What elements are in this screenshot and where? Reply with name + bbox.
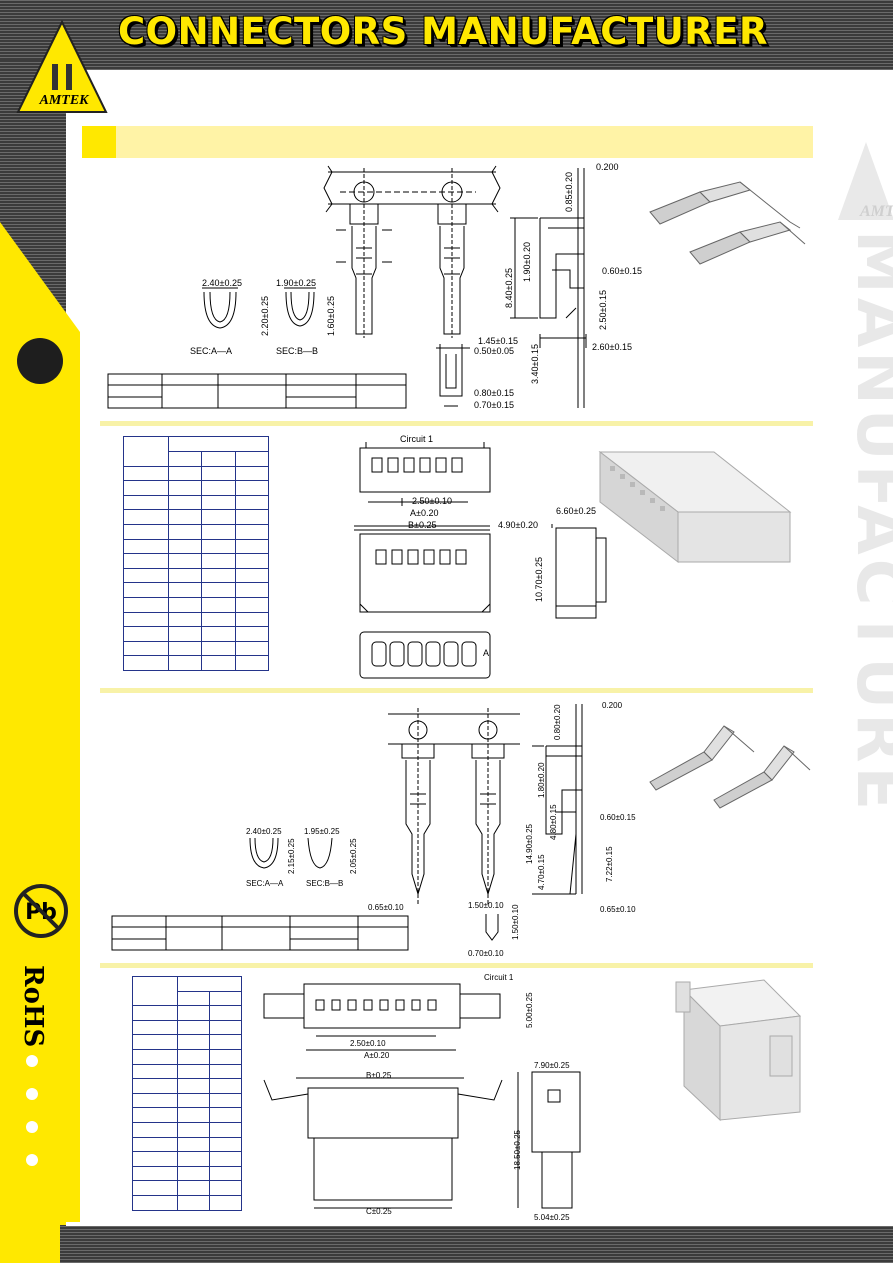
height-label: 10.70±0.25: [534, 557, 544, 602]
width-label: 6.60±0.25: [556, 506, 596, 516]
sec-a-label: SEC:A—A: [190, 346, 232, 356]
sidebar-dot: [26, 1154, 38, 1166]
housing-product-image: [675, 979, 802, 1122]
sec4-dim-b: B±0.25: [366, 1071, 392, 1080]
housing-product-image: [598, 450, 792, 564]
rohs-label: RoHS: [18, 965, 48, 1048]
sec3-b-height: 2.05±0.25: [349, 838, 358, 874]
amtek-logo: AMTEK: [16, 20, 108, 113]
sec3-dim-722: 7.22±0.15: [605, 846, 614, 882]
pitch-label: 2.50±0.10: [412, 496, 452, 506]
dim-070: 0.70±0.15: [474, 400, 514, 410]
sec3-dim-065a: 0.65±0.10: [368, 903, 404, 912]
dim-145: 1.45±0.15: [478, 336, 518, 346]
sec-a-width: 2.40±0.25: [202, 278, 242, 288]
dim-840: 8.40±0.25: [504, 268, 514, 308]
dim-080: 0.80±0.15: [474, 388, 514, 398]
terminal-product-image: [649, 725, 811, 809]
left-dark-strip: [0, 0, 893, 70]
dim-260: 2.60±0.15: [592, 342, 632, 352]
section4-housing-drawing: Circuit 1 2.50±0.10 A±0.20 B±0.25 C±0.25…: [263, 973, 581, 1222]
dim-250: 2.50±0.15: [598, 290, 608, 330]
dim-060: 0.60±0.15: [602, 266, 642, 276]
right-white-edge: [66, 1222, 893, 1226]
sec3-b-label: SEC:B—B: [306, 879, 343, 888]
sec3-dim-070: 0.70±0.10: [468, 949, 504, 958]
dim-b-label: B±0.25: [408, 520, 436, 530]
dim-340: 3.40±0.15: [530, 344, 540, 384]
section-header-marker: [82, 126, 116, 158]
logo-text: AMTEK: [38, 93, 90, 108]
depth-label: 4.90±0.20: [498, 520, 538, 530]
sec-b-width: 1.90±0.25: [276, 278, 316, 288]
sec4-dim-c: C±0.25: [366, 1207, 392, 1216]
dim-thickness: 0.200: [596, 162, 619, 172]
sec4-width-790: 7.90±0.25: [534, 1061, 570, 1070]
section1-terminal-drawing: 2.40±0.25 1.90±0.25 2.20±0.25 1.60±0.25 …: [107, 162, 642, 410]
watermark-logo: AMTEK: [838, 142, 893, 220]
section2-housing-drawing: Circuit 1 2.50±0.10 A±0.20 B±0.25 4.90±0…: [354, 434, 607, 679]
section-divider: [100, 421, 813, 426]
section-header-band: [82, 126, 813, 158]
sec3-thickness: 0.200: [602, 701, 623, 710]
bottom-dark-strip: [60, 1225, 893, 1263]
sidebar-dot: [26, 1121, 38, 1133]
watermark-text: CONNECTORS MANUFACTURE: [842, 230, 893, 815]
section-divider: [100, 688, 813, 693]
sidebar-black-dot: [17, 338, 63, 384]
sec3-dim-1490: 14.90±0.25: [525, 823, 534, 864]
section2-spec-table: [123, 436, 270, 671]
sec3-dim-150v: 1.50±0.10: [511, 904, 520, 940]
sec4-circuit-label: Circuit 1: [484, 973, 514, 982]
sec4-width-504: 5.04±0.25: [534, 1213, 570, 1222]
sec3-a-height: 2.15±0.25: [287, 838, 296, 874]
sec3-dim-065b: 0.65±0.10: [600, 905, 636, 914]
sec4-dim-a: A±0.20: [364, 1051, 390, 1060]
sec3-dim-080: 0.80±0.20: [553, 704, 562, 740]
sec-b-height: 1.60±0.25: [326, 296, 336, 336]
section3-terminal-drawing: 2.40±0.25 1.95±0.25 2.15±0.25 2.05±0.25 …: [111, 701, 636, 958]
sec4-pitch: 2.50±0.10: [350, 1039, 386, 1048]
sec-a-height: 2.20±0.25: [260, 296, 270, 336]
page-title: CONNECTORS MANUFACTURER: [118, 10, 769, 53]
yellow-sidebar: [0, 222, 80, 1263]
dim-190: 1.90±0.20: [522, 242, 532, 282]
terminal-product-image: [649, 181, 806, 265]
dim-a-label: A±0.20: [410, 508, 438, 518]
circuit-label: Circuit 1: [400, 434, 433, 444]
dim-050: 0.50±0.05: [474, 346, 514, 356]
sec3-dim-180: 1.80±0.20: [537, 762, 546, 798]
sec4-height-500: 5.00±0.25: [525, 992, 534, 1028]
svg-text:AMTEK: AMTEK: [859, 203, 893, 220]
sec3-dim-480: 4.80±0.15: [549, 804, 558, 840]
sec3-dim-470: 4.70±0.15: [537, 854, 546, 890]
section-divider: [100, 963, 813, 968]
sec3-b-width: 1.95±0.25: [304, 827, 340, 836]
dim-085: 0.85±0.20: [564, 172, 574, 212]
sec3-dim-060: 0.60±0.15: [600, 813, 636, 822]
sidebar-dot: [26, 1055, 38, 1067]
sec-b-label: SEC:B—B: [276, 346, 318, 356]
sec3-a-width: 2.40±0.25: [246, 827, 282, 836]
sec3-dim-150: 1.50±0.10: [468, 901, 504, 910]
pb-free-icon: Pb: [14, 884, 68, 938]
section4-spec-table: [132, 975, 242, 1211]
mark-a: A: [483, 648, 489, 658]
sec4-height-1850: 18.50±0.25: [513, 1129, 522, 1170]
sec3-a-label: SEC:A—A: [246, 879, 284, 888]
sidebar-dot: [26, 1088, 38, 1100]
